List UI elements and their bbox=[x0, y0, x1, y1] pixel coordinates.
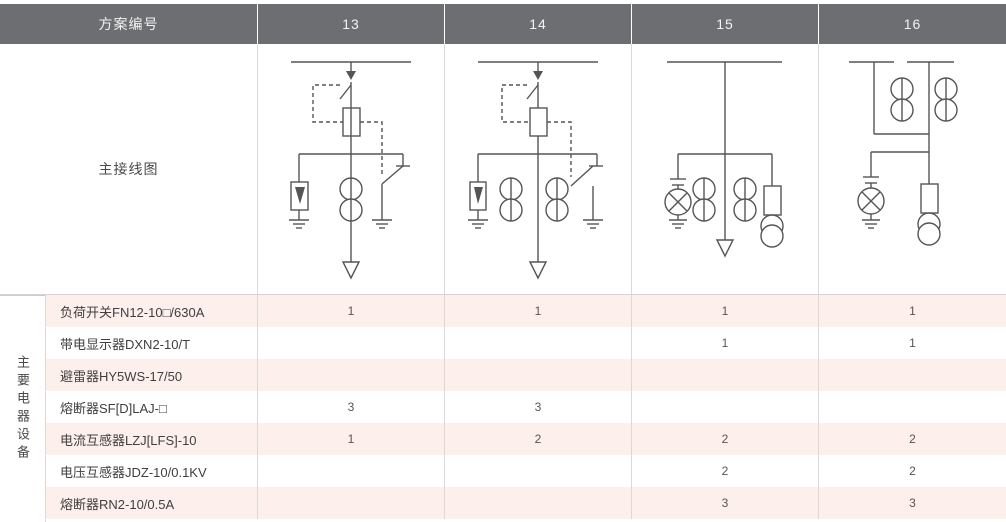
qty-col-14 bbox=[445, 487, 632, 519]
equipment-name: 负荷开关FN12-10□/630A bbox=[46, 295, 258, 327]
qty-col-14: 3 bbox=[445, 391, 632, 423]
qty-col-14: 2 bbox=[445, 423, 632, 455]
qty-col-16: 1 bbox=[909, 336, 916, 350]
qty-col-14 bbox=[445, 359, 632, 391]
schematic-16 bbox=[819, 44, 1006, 294]
qty-col-15: 2 bbox=[632, 423, 819, 455]
header-col-15: 15 bbox=[632, 4, 819, 44]
schematic-14 bbox=[445, 44, 632, 294]
qty-col-13: 3 bbox=[258, 391, 445, 423]
equipment-group-label-text: 主要电器设备 bbox=[15, 354, 30, 463]
qty-col-14: 1 bbox=[445, 295, 632, 327]
qty-col-16 bbox=[819, 359, 1006, 391]
header-col-14: 14 bbox=[445, 4, 632, 44]
header-col-13: 13 bbox=[258, 4, 445, 44]
table-row: 电压互感器JDZ-10/0.1KV 2 2 bbox=[46, 455, 1006, 487]
qty-col-15: 2 bbox=[632, 455, 819, 487]
qty-col-16: 2 bbox=[909, 432, 916, 446]
qty-col-14 bbox=[445, 327, 632, 359]
qty-col-15: 1 bbox=[632, 295, 819, 327]
qty-col-15: 1 bbox=[632, 327, 819, 359]
table-row: 带电显示器DXN2-10/T 1 1 bbox=[46, 327, 1006, 359]
equipment-group-label: 主要电器设备 bbox=[0, 295, 46, 522]
qty-col-13: 1 bbox=[258, 423, 445, 455]
schematic-13 bbox=[258, 44, 445, 294]
qty-col-16: 2 bbox=[909, 464, 916, 478]
table-row: 熔断器SF[D]LAJ-□ 3 3 bbox=[46, 391, 1006, 423]
header-scheme-label: 方案编号 bbox=[0, 4, 258, 44]
qty-col-13 bbox=[258, 327, 445, 359]
qty-col-16 bbox=[819, 391, 1006, 423]
qty-col-16: 3 bbox=[909, 496, 916, 510]
qty-col-14 bbox=[445, 455, 632, 487]
equipment-name: 避雷器HY5WS-17/50 bbox=[46, 359, 258, 391]
qty-col-15 bbox=[632, 359, 819, 391]
qty-col-15: 3 bbox=[632, 487, 819, 519]
equipment-rows: 负荷开关FN12-10□/630A 1 1 1 1 带电显示器DXN2-10/T… bbox=[46, 295, 1006, 519]
table-row: 电流互感器LZJ[LFS]-10 1 2 2 2 bbox=[46, 423, 1006, 455]
qty-col-13: 1 bbox=[258, 295, 445, 327]
equipment-name: 电压互感器JDZ-10/0.1KV bbox=[46, 455, 258, 487]
diagram-row: 主接线图 bbox=[0, 44, 1006, 295]
qty-col-13 bbox=[258, 487, 445, 519]
table-row: 避雷器HY5WS-17/50 bbox=[46, 359, 1006, 391]
qty-col-16: 1 bbox=[909, 304, 916, 318]
equipment-name: 电流互感器LZJ[LFS]-10 bbox=[46, 423, 258, 455]
schematic-15 bbox=[632, 44, 819, 294]
table-row: 负荷开关FN12-10□/630A 1 1 1 1 bbox=[46, 295, 1006, 327]
table-row: 熔断器RN2-10/0.5A 3 3 bbox=[46, 487, 1006, 519]
equipment-name: 熔断器RN2-10/0.5A bbox=[46, 487, 258, 519]
qty-col-15 bbox=[632, 391, 819, 423]
qty-col-13 bbox=[258, 359, 445, 391]
equipment-name: 带电显示器DXN2-10/T bbox=[46, 327, 258, 359]
table-header-row: 方案编号 13 14 15 16 bbox=[0, 4, 1006, 44]
equipment-table: 主要电器设备 负荷开关FN12-10□/630A 1 1 1 1 带电显示器DX… bbox=[0, 295, 1006, 522]
equipment-name: 熔断器SF[D]LAJ-□ bbox=[46, 391, 258, 423]
qty-col-13 bbox=[258, 455, 445, 487]
diagram-row-label: 主接线图 bbox=[0, 44, 258, 294]
header-col-16: 16 bbox=[819, 4, 1006, 44]
